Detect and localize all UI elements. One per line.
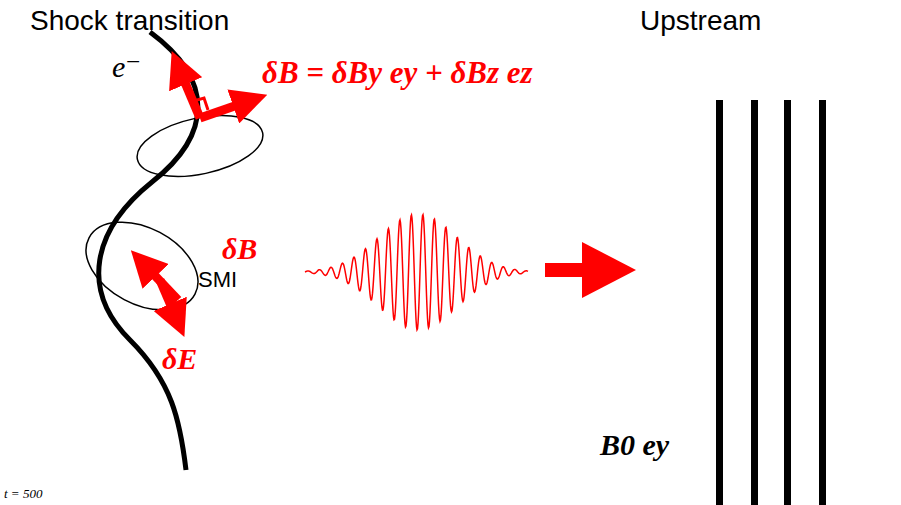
field-equation: δB = δBy ey + δBz ez xyxy=(262,56,533,90)
particle-label: e⁻ xyxy=(112,50,141,83)
upstream-field-line xyxy=(819,100,826,505)
field-line xyxy=(99,32,198,470)
instability-label: SMI xyxy=(198,268,237,292)
right-angle-mark xyxy=(190,98,208,110)
electron-orbit xyxy=(71,204,213,327)
time-stamp: t = 500 xyxy=(4,487,42,501)
region-title: Upstream xyxy=(640,6,761,37)
region-title: Shock transition xyxy=(30,6,229,37)
field-label: B0 ey xyxy=(600,428,669,461)
upstream-field-line xyxy=(784,100,791,505)
vector-label: δB xyxy=(222,232,257,265)
propagation-arrow xyxy=(545,263,585,277)
vector-arrow xyxy=(178,66,200,118)
upstream-field-line xyxy=(716,100,723,505)
wave-packet xyxy=(305,215,528,330)
propagation-arrow xyxy=(582,242,636,298)
vector-arrow xyxy=(160,280,178,322)
upstream-field-line xyxy=(751,100,758,505)
vector-label: δE xyxy=(162,342,197,375)
